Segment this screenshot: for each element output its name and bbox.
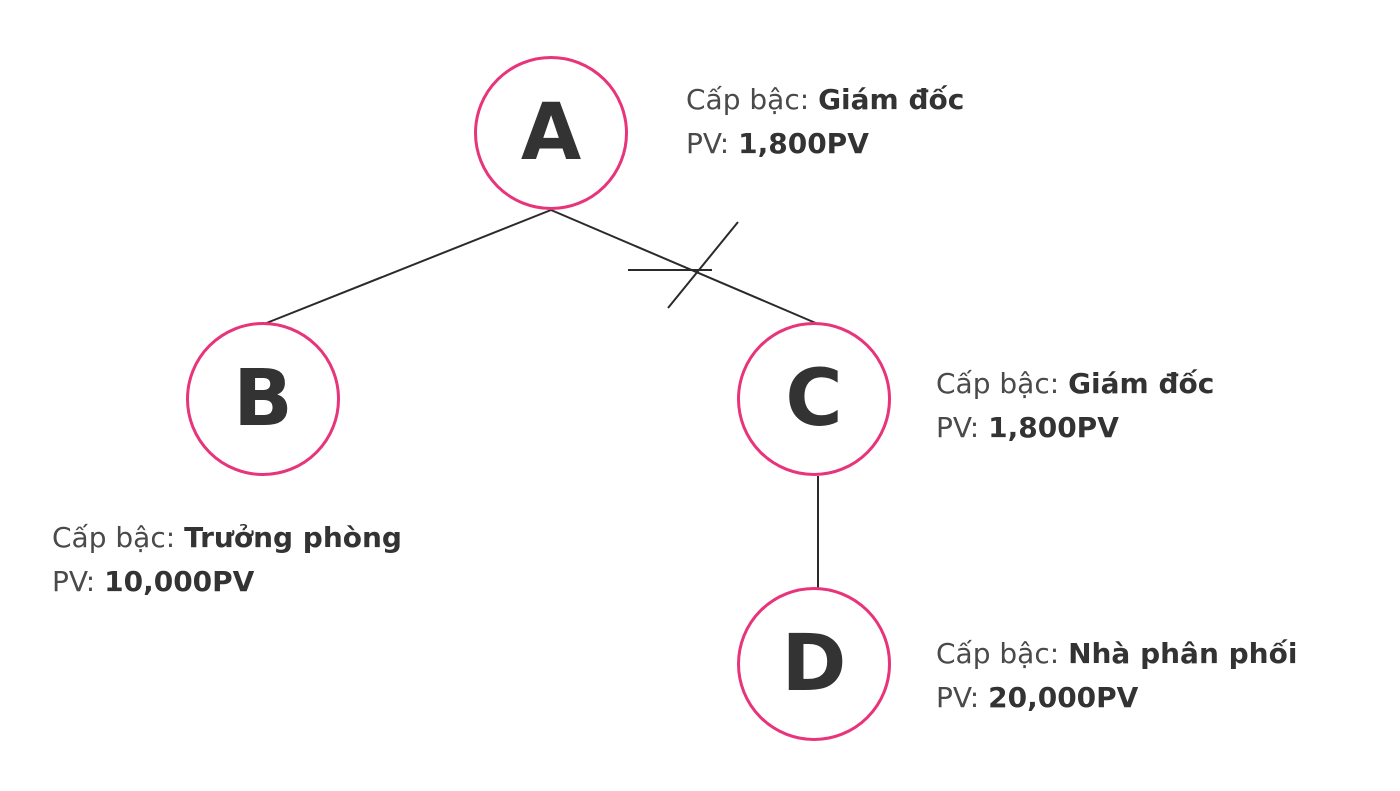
pv-label: PV: (52, 565, 96, 598)
node-a-info: Cấp bậc: Giám đốc PV: 1,800PV (686, 78, 964, 166)
node-b-info: Cấp bậc: Trưởng phòng PV: 10,000PV (52, 516, 402, 604)
node-d-info: Cấp bậc: Nhà phân phối PV: 20,000PV (936, 632, 1297, 720)
rank-label: Cấp bậc: (936, 637, 1060, 670)
edge-a-c (550, 209, 819, 325)
node-c-letter: C (785, 354, 843, 444)
node-a-pv: 1,800PV (738, 127, 869, 160)
node-d-rank-line: Cấp bậc: Nhà phân phối (936, 632, 1297, 676)
rank-label: Cấp bậc: (936, 367, 1060, 400)
node-a-rank-line: Cấp bậc: Giám đốc (686, 78, 964, 122)
node-a-circle: A (474, 56, 628, 210)
node-c-pv: 1,800PV (988, 411, 1119, 444)
node-d-rank: Nhà phân phối (1068, 637, 1298, 670)
node-d-pv-line: PV: 20,000PV (936, 676, 1297, 720)
node-c-pv-line: PV: 1,800PV (936, 406, 1214, 450)
node-d-circle: D (737, 587, 891, 741)
pv-label: PV: (936, 681, 980, 714)
rank-label: Cấp bậc: (686, 83, 810, 116)
node-b-pv-line: PV: 10,000PV (52, 560, 402, 604)
node-b-letter: B (233, 354, 293, 444)
edge-a-c-cut-mark-long (667, 221, 739, 309)
node-a-pv-line: PV: 1,800PV (686, 122, 964, 166)
node-a-rank: Giám đốc (818, 83, 965, 116)
node-b-circle: B (186, 322, 340, 476)
node-a-letter: A (520, 88, 582, 178)
node-c-rank-line: Cấp bậc: Giám đốc (936, 362, 1214, 406)
pv-label: PV: (936, 411, 980, 444)
node-d-letter: D (781, 619, 847, 709)
node-b-rank: Trưởng phòng (184, 521, 402, 554)
node-c-circle: C (737, 322, 891, 476)
pv-label: PV: (686, 127, 730, 160)
edge-a-b (263, 209, 552, 325)
node-c-info: Cấp bậc: Giám đốc PV: 1,800PV (936, 362, 1214, 450)
node-b-pv: 10,000PV (104, 565, 255, 598)
node-b-rank-line: Cấp bậc: Trưởng phòng (52, 516, 402, 560)
node-c-rank: Giám đốc (1068, 367, 1215, 400)
rank-label: Cấp bậc: (52, 521, 176, 554)
node-d-pv: 20,000PV (988, 681, 1139, 714)
